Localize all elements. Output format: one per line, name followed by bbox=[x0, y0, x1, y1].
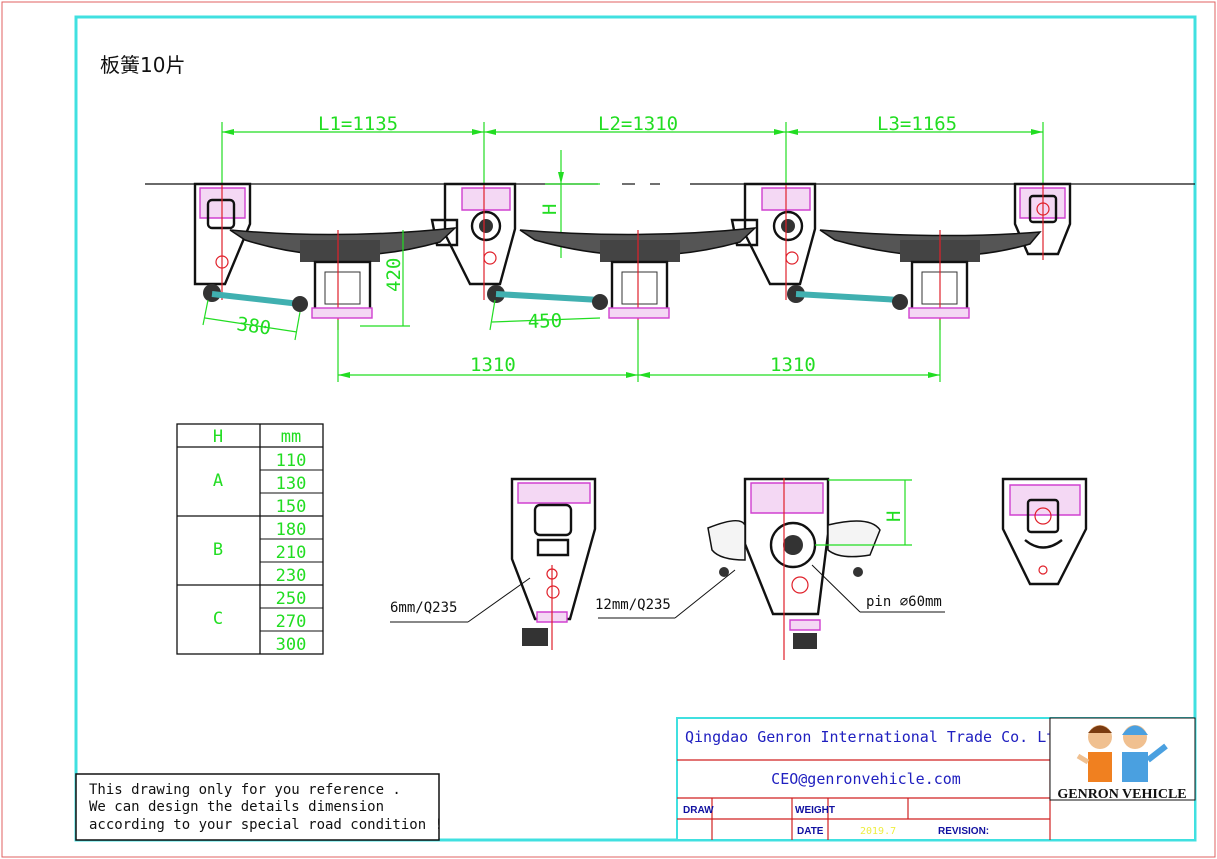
rod-dimension-450: 450 bbox=[489, 299, 601, 333]
middle-hanger-2 bbox=[730, 182, 817, 303]
rear-hanger bbox=[1013, 182, 1072, 260]
weight-label: WEIGHT bbox=[795, 805, 835, 816]
axle-seat-3 bbox=[908, 230, 970, 330]
date-value: 2019.7 bbox=[860, 826, 896, 837]
table-header-unit: mm bbox=[281, 427, 301, 447]
axle-seat-2 bbox=[608, 230, 670, 330]
company-name: Qingdao Genron International Trade Co. L… bbox=[685, 728, 1064, 746]
drawing-title: 板簧10片 bbox=[100, 53, 185, 77]
detail-h-label: H bbox=[883, 511, 905, 522]
rear-hanger-detail bbox=[1001, 477, 1088, 586]
front-hanger-detail: 6mm/Q235 bbox=[390, 477, 597, 650]
middle-hanger-label: 12mm/Q235 bbox=[595, 597, 671, 613]
middle-hanger-detail: 12mm/Q235 pin ∅60mm H bbox=[595, 477, 945, 660]
axle-seat-1 bbox=[311, 230, 373, 330]
leaf-spring-3 bbox=[819, 229, 1042, 262]
dim-axle-spacing-2: 1310 bbox=[770, 354, 816, 376]
drawing-frame bbox=[74, 15, 1197, 842]
torque-rod-1 bbox=[211, 291, 308, 312]
title-block: Qingdao Genron International Trade Co. L… bbox=[676, 717, 1196, 841]
table-group-label: A bbox=[213, 471, 223, 491]
table-value: 150 bbox=[276, 497, 307, 517]
axle-spacing-dimensions: 1310 1310 bbox=[337, 320, 941, 382]
leaf-spring-1 bbox=[229, 227, 458, 262]
span-dimensions: L1=1135 L2=1310 L3=1165 bbox=[221, 113, 1044, 185]
table-value: 230 bbox=[276, 566, 307, 586]
h-table: H mm A B C 110 130 150 180 210 230 250 2… bbox=[176, 423, 324, 655]
dim-l2: L2=1310 bbox=[598, 113, 678, 135]
dim-420: 420 bbox=[383, 258, 405, 292]
table-header-h: H bbox=[213, 427, 223, 447]
revision-label: REVISION: bbox=[938, 826, 989, 837]
table-value: 210 bbox=[276, 543, 307, 563]
note-box: This drawing only for you reference . We… bbox=[75, 773, 443, 841]
table-value: 300 bbox=[276, 635, 307, 655]
table-value: 180 bbox=[276, 520, 307, 540]
rod-dimension-380: 380 bbox=[202, 299, 301, 341]
dim-450: 450 bbox=[527, 310, 562, 333]
dim-axle-spacing-1: 1310 bbox=[470, 354, 516, 376]
dim-380: 380 bbox=[235, 313, 272, 340]
table-value: 110 bbox=[276, 451, 307, 471]
note-line: according to your special road condition… bbox=[89, 817, 443, 833]
table-value: 250 bbox=[276, 589, 307, 609]
table-group-label: B bbox=[213, 540, 223, 560]
date-label: DATE bbox=[797, 826, 824, 837]
front-hanger-label: 6mm/Q235 bbox=[390, 600, 457, 616]
torque-rod-2 bbox=[495, 291, 608, 310]
note-line: This drawing only for you reference . bbox=[89, 782, 401, 798]
dim-l1: L1=1135 bbox=[318, 113, 398, 135]
pin-label: pin ∅60mm bbox=[866, 594, 942, 610]
dim-h: H bbox=[539, 204, 561, 215]
table-value: 270 bbox=[276, 612, 307, 632]
genron-logo-mascots bbox=[1076, 725, 1168, 782]
middle-hanger-1 bbox=[430, 182, 517, 303]
spring-height-dimension: 420 bbox=[360, 230, 410, 327]
company-email: CEO@genronvehicle.com bbox=[771, 770, 961, 788]
table-value: 130 bbox=[276, 474, 307, 494]
torque-rod-3 bbox=[795, 291, 908, 310]
table-group-label: C bbox=[213, 609, 223, 629]
draw-label: DRAW bbox=[683, 805, 714, 816]
dim-l3: L3=1165 bbox=[877, 113, 957, 135]
logo-text: GENRON VEHICLE bbox=[1057, 787, 1186, 802]
front-hanger bbox=[193, 182, 252, 302]
note-line: We can design the details dimension bbox=[89, 799, 384, 815]
